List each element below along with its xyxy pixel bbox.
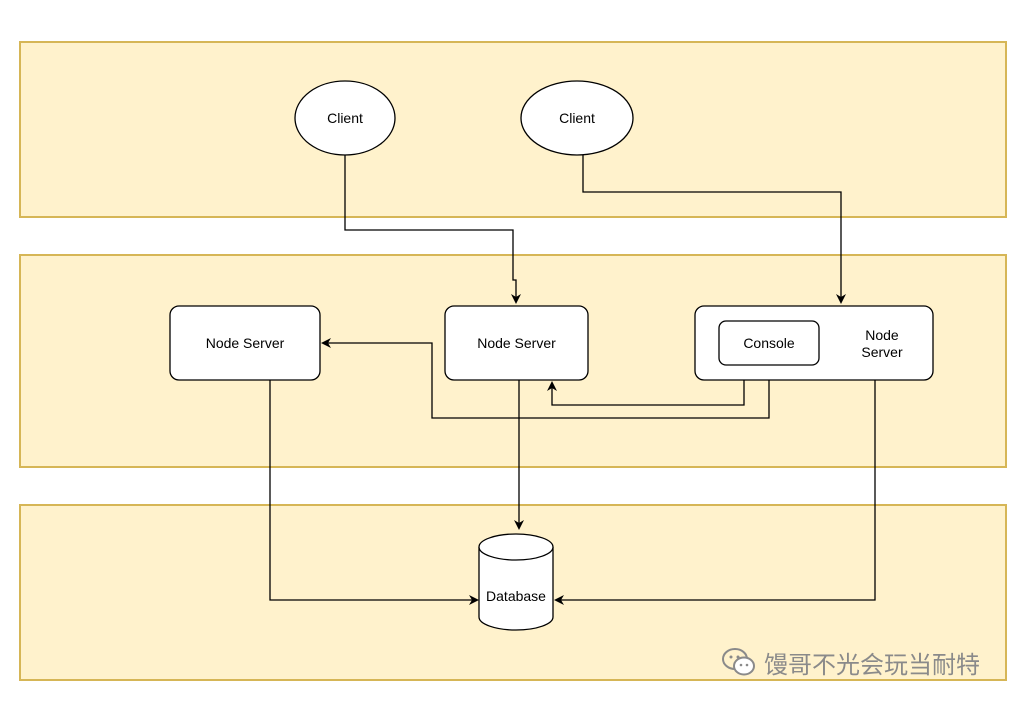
edge-client-a-to-node-server-b: [344, 155, 521, 304]
database-node: [478, 533, 554, 631]
node-server-b-label: Node Server: [477, 334, 556, 351]
edge-console-to-node-server-b: [547, 366, 745, 406]
node-server-b-box: [444, 305, 589, 381]
watermark: 馒哥不光会玩当耐特: [722, 644, 980, 680]
console-label: Console: [743, 334, 795, 351]
client-a-label: Client: [327, 109, 363, 126]
wechat-icon: [722, 647, 756, 677]
client-b-label: Client: [559, 109, 595, 126]
console-box: [718, 320, 820, 366]
database-label: Database: [486, 587, 546, 604]
node-server-a-box: [169, 305, 321, 381]
client-layer-band: [19, 41, 1007, 218]
node-server-c-label: Node Server: [861, 327, 903, 360]
client-a-node: [294, 80, 396, 156]
client-b-node: [520, 80, 634, 156]
edge-node-server-c-to-database: [554, 380, 876, 605]
node-server-a-label: Node Server: [205, 334, 285, 351]
watermark-text: 馒哥不光会玩当耐特: [764, 650, 980, 679]
edge-node-server-a-to-database: [269, 380, 479, 605]
edge-client-b-to-node-server-c: [582, 155, 846, 304]
edge-console-to-node-server-a: [321, 338, 770, 419]
